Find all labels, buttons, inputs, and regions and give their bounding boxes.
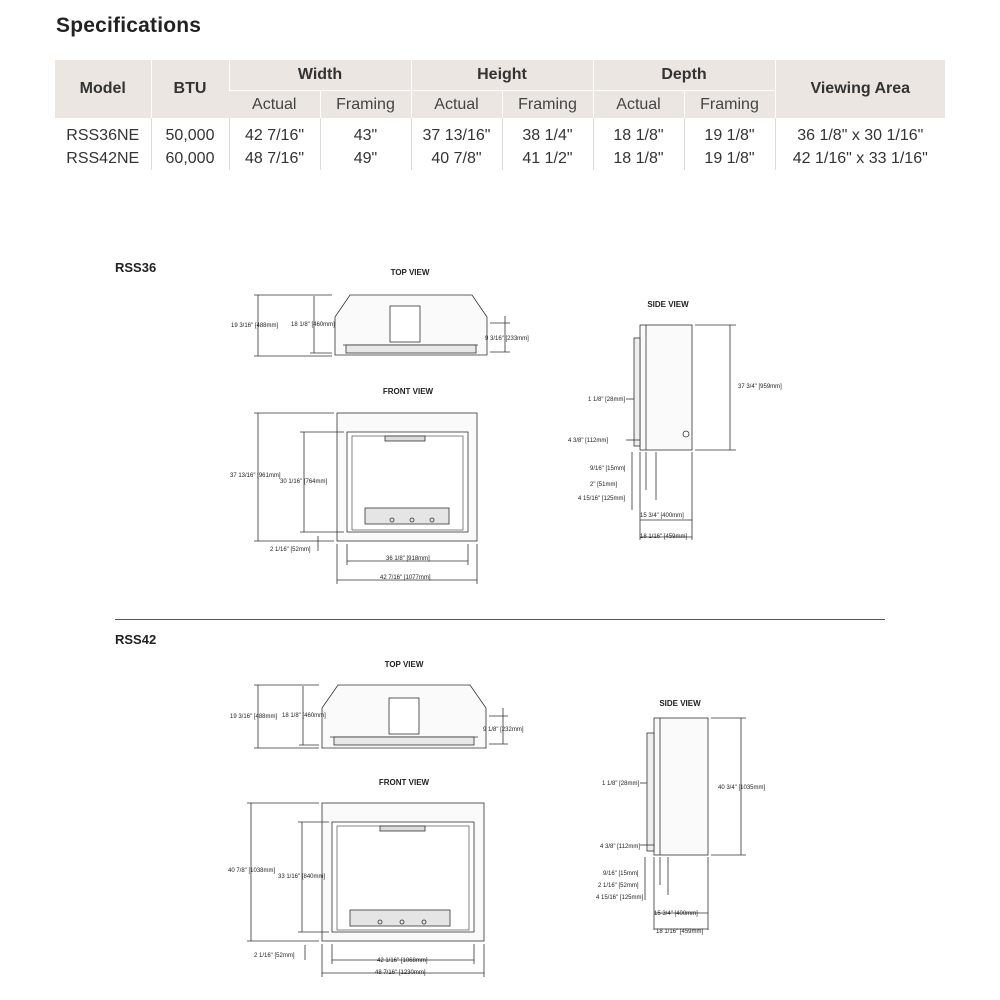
dim-text: 9 3/16" [233mm] [485, 336, 529, 342]
header-depth-framing: Framing [683, 90, 776, 118]
cell-height-actual: 40 7/8" [410, 147, 502, 170]
cell-viewing-area: 36 1/8" x 30 1/16" [774, 118, 946, 147]
front-view-label: FRONT VIEW [378, 778, 430, 787]
cell-depth-actual: 18 1/8" [592, 147, 684, 170]
rss36-top-view [254, 294, 510, 357]
side-view-label: SIDE VIEW [659, 699, 701, 708]
section-divider [115, 619, 885, 620]
dim-text: 37 13/16" [961mm] [230, 473, 281, 479]
cell-depth-actual: 18 1/8" [592, 118, 684, 147]
header-model: Model [55, 60, 151, 118]
cell-width-actual: 42 7/16" [228, 118, 320, 147]
dim-text: 30 1/16" [764mm] [280, 479, 327, 485]
cell-model: RSS42NE [66, 149, 140, 167]
dim-text: 1 1/8" [28mm] [588, 397, 625, 403]
header-height: Height [410, 60, 593, 91]
header-height-actual: Actual [410, 90, 502, 118]
diagram-model-label-rss42: RSS42 [115, 632, 157, 647]
header-btu: BTU [150, 60, 229, 118]
rss42-side-view [640, 717, 746, 930]
cell-width-actual: 48 7/16" [228, 147, 320, 170]
cell-height-framing: 38 1/4" [501, 118, 593, 147]
cell-viewing-area: 42 1/16" x 33 1/16" [774, 147, 946, 170]
dim-text: 15 3/4" [400mm] [654, 911, 698, 917]
cell-btu: 50,000 [150, 118, 229, 147]
header-depth-actual: Actual [592, 90, 684, 118]
table-row: RSS36NE 50,000 42 7/16" 43" 37 13/16" 38… [55, 118, 946, 147]
page-title: Specifications [56, 14, 202, 37]
dim-text: 37 3/4" [959mm] [738, 384, 782, 390]
dim-text: 48 7/16" [1230mm] [375, 970, 426, 976]
dim-text: 2 1/16" [52mm] [598, 883, 639, 889]
dim-text: 4 3/8" [112mm] [600, 844, 640, 850]
dim-text: 40 3/4" [1035mm] [718, 785, 765, 791]
rss36-front-view [254, 412, 478, 584]
specifications-table: Model BTU Width Height Depth Viewing Are… [55, 60, 946, 170]
dim-text: 18 1/16" [459mm] [656, 929, 703, 935]
diagram-model-label-rss36: RSS36 [115, 260, 157, 275]
front-view-label: FRONT VIEW [382, 387, 434, 396]
side-view-label: SIDE VIEW [647, 300, 689, 309]
top-view-label: TOP VIEW [384, 660, 424, 669]
dim-text: 9 1/8" [232mm] [483, 727, 524, 733]
cell-width-framing: 49" [319, 147, 411, 170]
header-width: Width [228, 60, 411, 91]
cell-depth-framing: 19 1/8" [683, 118, 776, 147]
dim-text: 1 1/8" [28mm] [602, 781, 639, 787]
dim-text: 15 3/4" [400mm] [640, 513, 684, 519]
dim-text: 9/16" [15mm] [590, 466, 626, 472]
cell-height-actual: 37 13/16" [410, 118, 502, 147]
table-row: RSS42NE 60,000 48 7/16" 49" 40 7/8" 41 1… [55, 147, 946, 170]
dim-text: 2 1/16" [52mm] [254, 953, 295, 959]
dim-text: 36 1/8" [918mm] [386, 556, 430, 562]
dim-text: 2 1/16" [52mm] [270, 547, 311, 553]
dim-text: 4 15/16" [125mm] [596, 895, 643, 901]
dim-text: 9/16" [15mm] [603, 871, 639, 877]
cell-depth-framing: 19 1/8" [683, 147, 776, 170]
dim-text: 2" [51mm] [590, 482, 617, 488]
header-width-framing: Framing [319, 90, 411, 118]
cell-btu: 60,000 [150, 147, 229, 170]
dim-text: 40 7/8" [1038mm] [228, 868, 275, 874]
dim-text: 42 1/16" [1068mm] [377, 958, 428, 964]
dim-text: 4 15/16" [125mm] [578, 496, 625, 502]
dim-text: 4 3/8" [112mm] [568, 438, 608, 444]
dim-text: 19 3/16" [488mm] [230, 714, 277, 720]
top-view-label: TOP VIEW [390, 268, 430, 277]
dim-text: 18 1/8" [460mm] [282, 713, 326, 719]
dim-text: 33 1/16" [840mm] [278, 874, 325, 880]
header-width-actual: Actual [229, 90, 320, 118]
header-viewing-area: Viewing Area [774, 60, 946, 118]
cell-width-framing: 43" [319, 118, 411, 147]
rss42-top-view [254, 684, 508, 749]
header-depth: Depth [592, 60, 776, 91]
dim-text: 42 7/16" [1077mm] [380, 575, 431, 581]
cell-model: RSS36NE [66, 126, 140, 144]
dim-text: 18 1/16" [459mm] [640, 534, 687, 540]
cell-height-framing: 41 1/2" [501, 147, 593, 170]
dim-text: 19 3/16" [488mm] [231, 323, 278, 329]
rss36-side-view [626, 324, 736, 540]
dim-text: 18 1/8" [460mm] [291, 322, 335, 328]
header-height-framing: Framing [501, 90, 593, 118]
rss42-front-view [247, 802, 485, 977]
